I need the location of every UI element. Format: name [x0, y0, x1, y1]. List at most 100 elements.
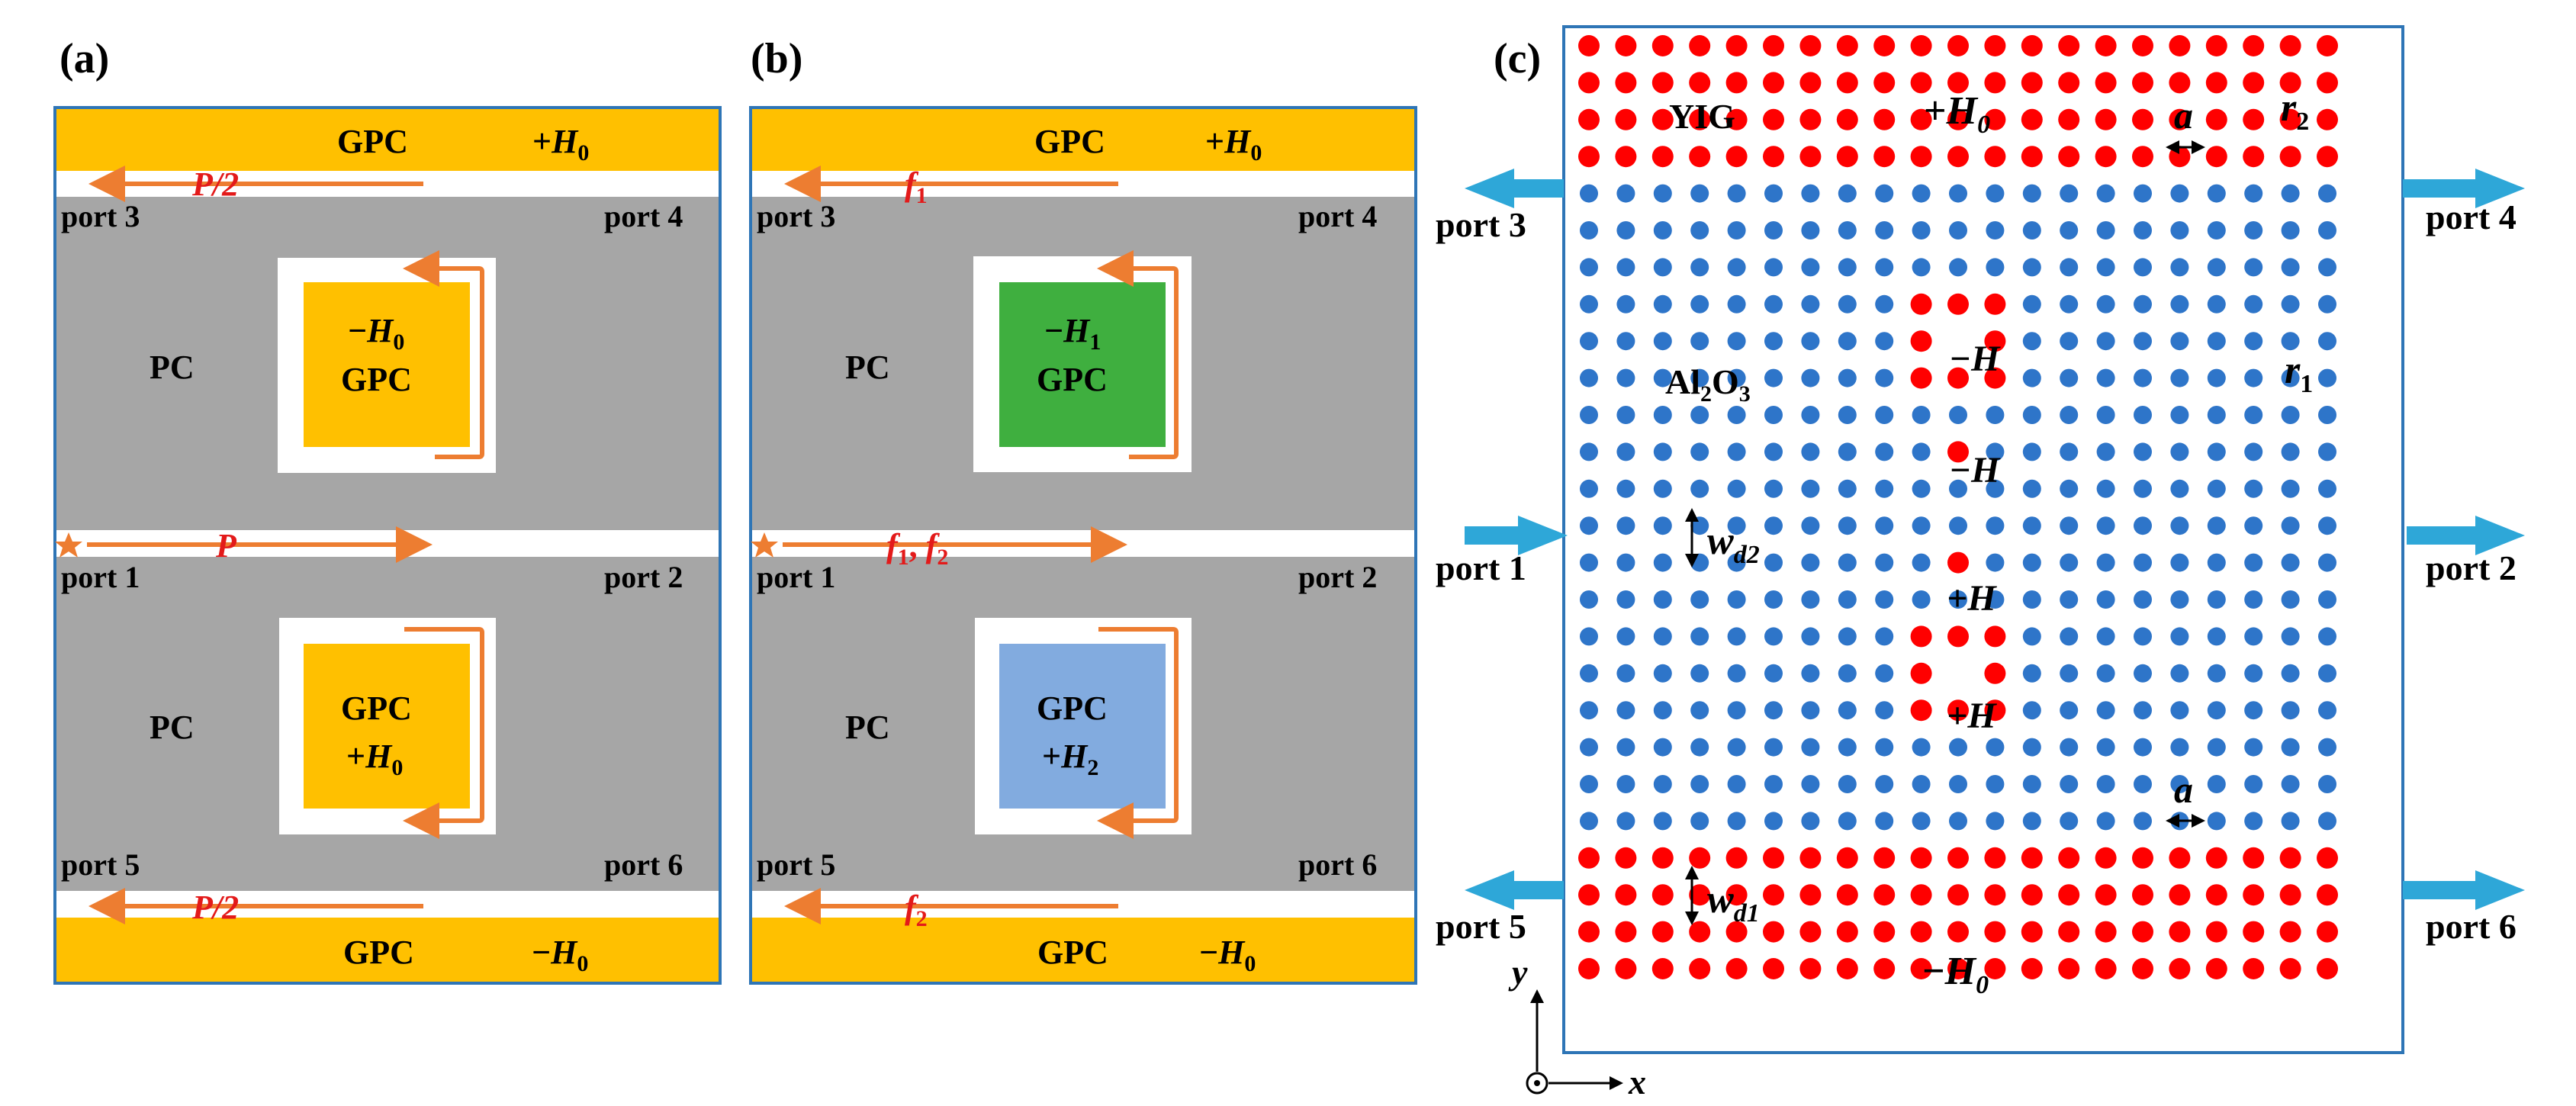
al2o3-rod [2170, 553, 2189, 572]
al2o3-rod [2207, 812, 2226, 831]
al2o3-rod [1690, 221, 1709, 240]
al2o3-rod [1986, 406, 2005, 424]
panel-c-r1-label: r1 [2285, 349, 2313, 398]
yig-rod [1725, 146, 1748, 168]
al2o3-rod [1690, 442, 1709, 461]
panel-a-source-star-icon [55, 532, 82, 558]
al2o3-rod [2207, 590, 2226, 609]
yig-rod [1763, 108, 1784, 130]
al2o3-rod [2244, 664, 2263, 683]
panel-c-frame [1562, 25, 2404, 1054]
yig-rod [1725, 35, 1748, 56]
yig-rod [1873, 72, 1896, 94]
al2o3-rod [2244, 553, 2263, 572]
panel-a-tag: (a) [59, 35, 109, 82]
al2o3-rod [1580, 258, 1598, 277]
yig-rod [2243, 108, 2265, 130]
yig-rod [2132, 958, 2153, 979]
al2o3-rod [2244, 590, 2263, 609]
al2o3-rod [1801, 479, 1820, 498]
al2o3-rod [2170, 701, 2189, 720]
al2o3-rod [1764, 184, 1783, 203]
panel-a: (a) GPC +H0 GPC −H0 port 3 port 4 port 1… [53, 35, 722, 985]
al2o3-rod [2134, 664, 2152, 683]
al2o3-rod [1912, 738, 1931, 757]
yig-rod [2169, 958, 2191, 979]
al2o3-rod [1727, 812, 1746, 831]
al2o3-rod [2244, 812, 2263, 831]
yig-rod [1984, 293, 2006, 315]
al2o3-rod [2207, 221, 2226, 240]
yig-rod [1615, 958, 1637, 979]
al2o3-rod [1580, 332, 1598, 351]
yig-rod [1651, 958, 1674, 979]
al2o3-rod [1801, 812, 1820, 831]
yig-rod [1836, 35, 1858, 56]
al2o3-rod [1764, 590, 1783, 609]
panel-b-top-strip-material: GPC [1034, 123, 1105, 160]
al2o3-rod [2318, 516, 2336, 535]
al2o3-rod [1949, 590, 1967, 609]
al2o3-rod [2060, 479, 2079, 498]
panel-b: (b) GPC +H0 GPC −H0 port 3 port 4 port 1… [749, 35, 1417, 985]
panel-a-bottom-strip-material: GPC [343, 934, 414, 971]
al2o3-rod [2022, 738, 2041, 757]
panel-a-top-signal-label: P/2 [191, 166, 239, 203]
al2o3-rod [2060, 627, 2079, 646]
al2o3-rod [2207, 553, 2226, 572]
yig-rod [1615, 921, 1637, 943]
yig-rod [2317, 72, 2338, 94]
al2o3-rod [1727, 479, 1746, 498]
al2o3-rod [2060, 664, 2079, 683]
yig-rod [1836, 847, 1858, 869]
al2o3-rod [1875, 553, 1894, 572]
al2o3-rod [1838, 442, 1857, 461]
al2o3-rod [1801, 701, 1820, 720]
yig-rod [2058, 72, 2080, 94]
yig-rod [1910, 72, 1932, 94]
yig-rod [2205, 958, 2227, 979]
panel-c-port-2-arrow [2407, 516, 2525, 555]
al2o3-rod [2060, 258, 2079, 277]
al2o3-rod [1580, 479, 1598, 498]
yig-rod [2279, 847, 2301, 869]
al2o3-rod [2170, 738, 2189, 757]
al2o3-rod [1801, 221, 1820, 240]
al2o3-rod [1616, 701, 1635, 720]
al2o3-rod [2060, 294, 2079, 313]
panel-c-port-4-arrow [2403, 169, 2525, 208]
al2o3-rod [2022, 258, 2041, 277]
yig-rod [1578, 108, 1600, 130]
yig-rod [2058, 847, 2080, 869]
al2o3-rod [1912, 184, 1931, 203]
panel-a-port-6-label: port 6 [604, 847, 683, 882]
yig-rod [1947, 35, 1969, 56]
al2o3-rod [1875, 332, 1894, 351]
al2o3-rod [1764, 701, 1783, 720]
yig-rod [2317, 35, 2338, 56]
al2o3-rod [2244, 701, 2263, 720]
al2o3-rod [1653, 553, 1672, 572]
al2o3-rod [1690, 664, 1709, 683]
yig-rod [1578, 921, 1600, 943]
panel-c-port-4-label: port 4 [2426, 198, 2517, 236]
al2o3-rod [1949, 775, 1967, 793]
panel-c-port-3-arrow [1465, 169, 1564, 208]
panel-a-port-2-label: port 2 [604, 560, 683, 594]
panel-a-top-strip-field: +H0 [532, 123, 589, 166]
al2o3-rod [1764, 479, 1783, 498]
al2o3-rod [1912, 516, 1931, 535]
al2o3-rod [1986, 738, 2005, 757]
panel-c-port-2-label: port 2 [2426, 548, 2517, 587]
yig-rod [1763, 958, 1784, 979]
al2o3-rod [1653, 479, 1672, 498]
yig-rod [1725, 921, 1748, 943]
yig-rod [2317, 958, 2338, 979]
al2o3-rod [1727, 258, 1746, 277]
panel-b-source-star-icon [751, 532, 778, 558]
al2o3-rod [1801, 258, 1820, 277]
yig-rod [1799, 958, 1822, 979]
al2o3-rod [1580, 701, 1598, 720]
yig-rod [1947, 367, 1969, 389]
yig-rod [2095, 921, 2117, 943]
